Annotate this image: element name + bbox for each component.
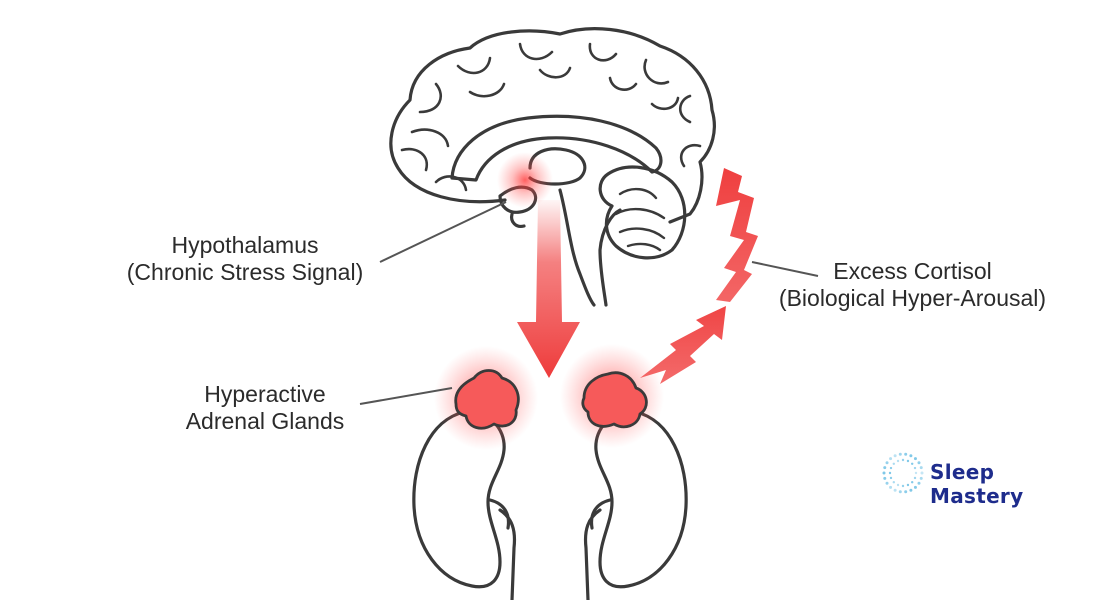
- brand-logo: Sleep Mastery: [880, 450, 1090, 508]
- brand-ring-dot: [896, 483, 900, 487]
- thalamus: [528, 147, 587, 186]
- brand-ring-dot: [913, 457, 917, 461]
- brand-ring-dot: [883, 466, 887, 470]
- cortisol-title: Excess Cortisol: [833, 258, 992, 284]
- corpus-callosum: [450, 114, 663, 182]
- brand-ring-dot: [896, 459, 900, 463]
- down-arrow: [517, 200, 580, 378]
- brand-ring-dot: [889, 466, 893, 470]
- brand-ring-dot: [904, 452, 908, 456]
- brand-ring-dot: [892, 480, 896, 484]
- brand-ring-dot: [885, 481, 889, 485]
- brand-ring-dot: [910, 480, 914, 484]
- brand-ring-dot: [919, 476, 923, 480]
- cortisol-leader-line: [751, 261, 819, 277]
- brand-ring-dot: [919, 466, 923, 470]
- left-ureter: [488, 498, 517, 600]
- brand-ring-dot: [906, 483, 910, 487]
- cortisol-bolt-lower: [640, 306, 726, 384]
- brand-ring-dot: [909, 454, 913, 458]
- brand-ring-dot: [909, 488, 913, 492]
- right-kidney: [594, 410, 688, 589]
- brand-ring-dot: [910, 462, 914, 466]
- hypothalamus-glow: [497, 152, 553, 208]
- hypothalamus-subtitle: (Chronic Stress Signal): [126, 259, 364, 285]
- brand-ring-dot: [889, 485, 893, 489]
- brain-outline: [389, 27, 716, 224]
- brand-ring-dot: [893, 454, 897, 458]
- cerebellum-folia: [614, 187, 666, 252]
- brand-ring-dot: [920, 471, 924, 475]
- brand-ring-dot: [889, 476, 893, 480]
- brain: [389, 27, 716, 307]
- brand-ring-dot: [913, 476, 917, 480]
- hypothalamus-title: Hypothalamus: [171, 232, 319, 258]
- left-adrenal-gland: [454, 369, 520, 430]
- brand-ring-dot: [917, 461, 921, 465]
- brand-name: Sleep Mastery: [930, 460, 1024, 508]
- brand-ring-dot: [901, 458, 905, 462]
- adrenal-line1: Hyperactive: [204, 381, 326, 407]
- brand-ring-dot: [913, 485, 917, 489]
- brand-ring-dot: [898, 490, 902, 494]
- brand-ring-dot: [892, 462, 896, 466]
- hypothalamus-leader-line: [379, 201, 507, 263]
- right-adrenal-gland: [581, 371, 648, 429]
- left-kidney: [412, 410, 506, 589]
- right-ureter: [583, 498, 612, 600]
- cortisol-subtitle: (Biological Hyper-Arousal): [778, 285, 1047, 311]
- brand-ring-dot: [888, 471, 892, 475]
- brand-ring-dot: [885, 461, 889, 465]
- brand-ring-dot: [904, 490, 908, 494]
- brand-ring-dot: [913, 466, 917, 470]
- brand-ring-dot: [893, 488, 897, 492]
- adrenal-label: Hyperactive Adrenal Glands: [160, 381, 370, 435]
- pituitary: [510, 212, 526, 228]
- cortisol-bolt-upper: [716, 168, 758, 302]
- brand-ring-dot: [889, 457, 893, 461]
- adrenal-leader-line: [359, 387, 453, 405]
- cortisol-label: Excess Cortisol (Biological Hyper-Arousa…: [760, 258, 1065, 312]
- brand-ring-dot: [914, 471, 918, 475]
- kidneys: [412, 410, 688, 600]
- brand-ring-dot: [882, 471, 886, 475]
- cerebellum: [598, 165, 687, 260]
- hypothalamus-label: Hypothalamus (Chronic Stress Signal): [105, 232, 385, 286]
- adrenal-line2: Adrenal Glands: [185, 408, 345, 434]
- brand-ring-dot: [906, 459, 910, 463]
- brand-ring-dot: [883, 476, 887, 480]
- brainstem: [558, 188, 622, 307]
- brand-ring-dot: [898, 452, 902, 456]
- brand-ring-dot: [917, 481, 921, 485]
- brand-ring-dot: [901, 484, 905, 488]
- dotted-ring-icon: [882, 452, 924, 494]
- brain-gyri: [400, 42, 702, 192]
